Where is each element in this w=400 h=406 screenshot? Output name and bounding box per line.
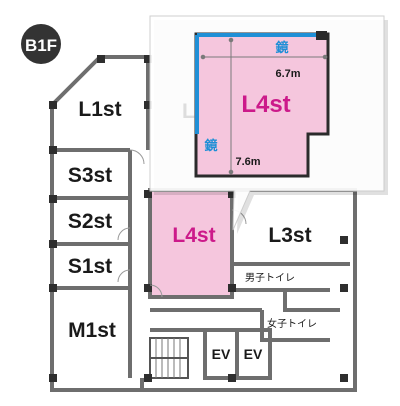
wall-toilet-mid bbox=[283, 290, 340, 312]
room-l1st-label: L1st bbox=[78, 98, 121, 121]
floor-badge-label: B1F bbox=[25, 36, 57, 55]
mirror-top-label: 鏡 bbox=[275, 40, 288, 55]
mirror-left-label: 鏡 bbox=[204, 138, 217, 153]
height-dimension-label: 7.6m bbox=[235, 156, 260, 168]
floor-badge: B1F bbox=[21, 24, 61, 64]
callout-room-label: L4st bbox=[241, 91, 290, 118]
room-s3st-label: S3st bbox=[68, 164, 112, 187]
callout-pillar bbox=[316, 31, 327, 40]
callout-room-shape bbox=[194, 32, 330, 178]
ev-2-label: EV bbox=[244, 346, 263, 362]
stairs bbox=[149, 337, 189, 379]
room-s2st-label: S2st bbox=[68, 210, 112, 233]
wall-l4st bbox=[148, 190, 234, 299]
room-s1st-label: S1st bbox=[68, 255, 112, 278]
door-arcs bbox=[117, 149, 247, 298]
room-l4st-label: L4st bbox=[172, 224, 215, 247]
callout-box: L2 鏡 鏡 6.7m 7.6m L4st bbox=[149, 15, 388, 234]
womens-toilet-label: 女子トイレ bbox=[267, 317, 317, 330]
wall-ev-shafts bbox=[203, 328, 272, 380]
dimension-lines bbox=[200, 37, 328, 175]
room-l3st-label: L3st bbox=[268, 224, 311, 247]
wall-womens bbox=[260, 310, 330, 342]
floor-badge-circle bbox=[21, 24, 61, 64]
l4st-highlight bbox=[152, 192, 230, 295]
ev-1-label: EV bbox=[212, 346, 231, 362]
mens-toilet-label: 男子トイレ bbox=[245, 272, 295, 284]
pillars bbox=[49, 55, 348, 382]
room-m1st-label: M1st bbox=[68, 319, 116, 342]
width-dimension-label: 6.7m bbox=[275, 68, 300, 80]
